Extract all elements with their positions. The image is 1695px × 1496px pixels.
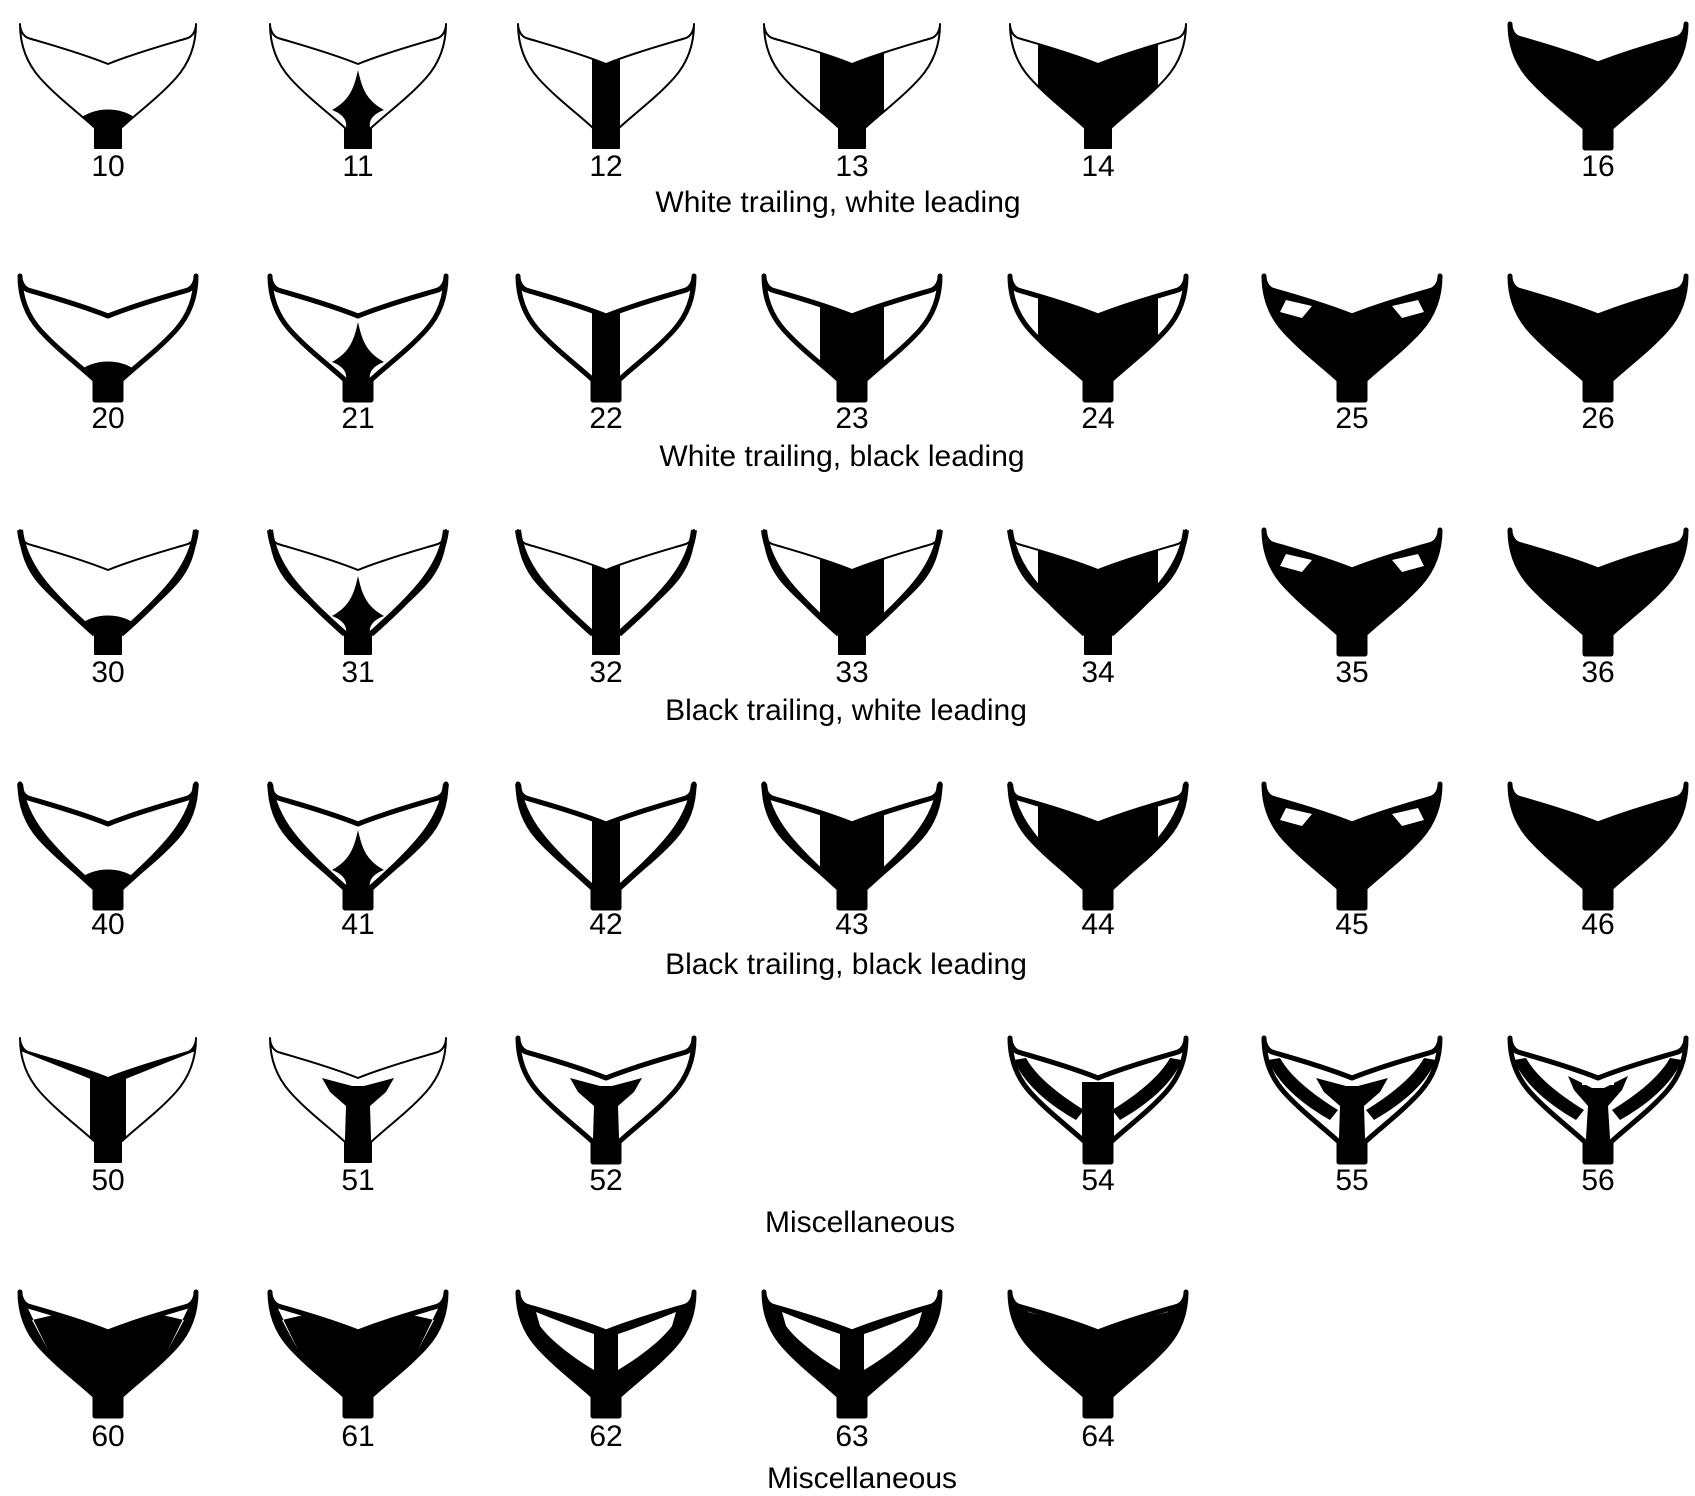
fluke-number-10: 10 [91, 150, 124, 183]
fluke-11 [270, 24, 446, 156]
fluke-52 [518, 1038, 694, 1170]
fluke-20 [20, 276, 196, 408]
fluke-number-36: 36 [1581, 656, 1614, 689]
fluke-26 [1510, 276, 1686, 400]
fluke-number-55: 55 [1335, 1164, 1368, 1197]
fluke-number-32: 32 [589, 656, 622, 689]
fluke-number-60: 60 [91, 1420, 124, 1453]
fluke-number-22: 22 [589, 402, 622, 435]
fluke-61 [270, 1292, 446, 1416]
fluke-16 [1510, 24, 1686, 148]
row-caption: Miscellaneous [767, 1462, 957, 1495]
fluke-44 [1010, 776, 1186, 916]
fluke-number-50: 50 [91, 1164, 124, 1197]
fluke-22 [518, 276, 694, 408]
fluke-12 [518, 24, 694, 156]
fluke-23 [764, 276, 940, 408]
fluke-number-16: 16 [1581, 150, 1614, 183]
fluke-40 [20, 784, 196, 916]
fluke-number-54: 54 [1081, 1164, 1114, 1197]
fluke-10 [20, 24, 196, 156]
fluke-33 [764, 530, 940, 662]
fluke-64 [1010, 1292, 1186, 1416]
fluke-51 [270, 1038, 446, 1170]
fluke-number-51: 51 [341, 1164, 374, 1197]
fluke-36 [1510, 530, 1686, 654]
fluke-34 [1010, 522, 1186, 662]
fluke-45 [1264, 784, 1440, 908]
fluke-number-52: 52 [589, 1164, 622, 1197]
fluke-55 [1264, 1038, 1440, 1170]
fluke-number-12: 12 [589, 150, 622, 183]
fluke-number-25: 25 [1335, 402, 1368, 435]
row-caption: White trailing, black leading [659, 440, 1024, 473]
fluke-number-21: 21 [341, 402, 374, 435]
fluke-number-20: 20 [91, 402, 124, 435]
fluke-21 [270, 276, 446, 408]
fluke-30 [20, 530, 196, 662]
fluke-number-30: 30 [91, 656, 124, 689]
fluke-number-56: 56 [1581, 1164, 1614, 1197]
fluke-24 [1010, 268, 1186, 408]
fluke-number-34: 34 [1081, 656, 1114, 689]
fluke-54 [1010, 1038, 1186, 1172]
fluke-60 [20, 1292, 196, 1416]
fluke-32 [518, 530, 694, 662]
fluke-number-35: 35 [1335, 656, 1368, 689]
fluke-number-45: 45 [1335, 908, 1368, 941]
fluke-56 [1510, 1038, 1686, 1170]
fluke-14 [1010, 16, 1186, 156]
fluke-number-11: 11 [342, 150, 373, 183]
fluke-25 [1264, 276, 1440, 400]
row-caption: White trailing, white leading [655, 186, 1020, 219]
fluke-number-26: 26 [1581, 402, 1614, 435]
fluke-63 [764, 1292, 940, 1416]
row-caption: Miscellaneous [765, 1206, 955, 1239]
fluke-31 [270, 530, 446, 662]
fluke-number-61: 61 [341, 1420, 374, 1453]
fluke-41 [270, 784, 446, 916]
fluke-62 [518, 1292, 694, 1416]
fluke-number-63: 63 [835, 1420, 868, 1453]
fluke-35 [1264, 530, 1440, 654]
fluke-13 [764, 24, 940, 156]
fluke-number-33: 33 [835, 656, 868, 689]
fluke-43 [764, 784, 940, 916]
fluke-46 [1510, 784, 1686, 908]
fluke-number-64: 64 [1081, 1420, 1114, 1453]
fluke-number-43: 43 [835, 908, 868, 941]
fluke-number-41: 41 [341, 908, 374, 941]
row-caption: Black trailing, black leading [665, 948, 1027, 981]
fluke-number-44: 44 [1081, 908, 1114, 941]
fluke-number-46: 46 [1581, 908, 1614, 941]
fluke-number-62: 62 [589, 1420, 622, 1453]
fluke-number-31: 31 [341, 656, 374, 689]
fluke-number-13: 13 [835, 150, 868, 183]
fluke-50 [18, 1036, 198, 1170]
row-caption: Black trailing, white leading [665, 694, 1027, 727]
fluke-number-42: 42 [589, 908, 622, 941]
fluke-42 [518, 784, 694, 916]
fluke-number-40: 40 [91, 908, 124, 941]
fluke-number-14: 14 [1081, 150, 1114, 183]
fluke-number-23: 23 [835, 402, 868, 435]
fluke-number-24: 24 [1081, 402, 1114, 435]
